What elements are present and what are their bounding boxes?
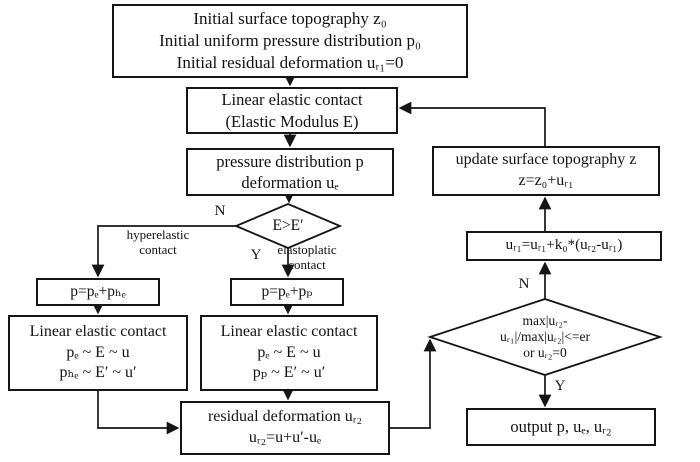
p-hyperelastic-line1: p=pₑ+pₕₑ: [70, 282, 126, 300]
decision2-diamond: [427, 298, 663, 376]
p-elastoplastic-line1: p=pₑ+pₚ: [261, 282, 313, 300]
contact-right-box: Linear elastic contact pₑ ~ E ~ u pₚ ~ E…: [200, 315, 378, 391]
p-hyperelastic-box: p=pₑ+pₕₑ: [36, 278, 160, 306]
contact-left-line1: Linear elastic contact: [29, 322, 167, 340]
init-box: Initial surface topography z₀ Initial un…: [112, 4, 468, 78]
contact-right-line3: pₚ ~ E′ ~ u′: [252, 364, 326, 382]
output-box: output p, uₑ, uᵣ₂: [466, 408, 656, 446]
output-line1: output p, uₑ, uᵣ₂: [510, 417, 612, 437]
pressure-line2: deformation uₑ: [241, 173, 339, 192]
elastoplastic-branch-label: elastoplatic contact: [262, 242, 352, 272]
init-line2: Initial uniform pressure distribution p₀: [159, 30, 421, 50]
contact-right-line1: Linear elastic contact: [220, 322, 358, 340]
residual-line2: uᵣ₂=u+u′-uₑ: [248, 429, 322, 446]
arrow-residual-to-decision2: [390, 338, 437, 429]
update-ur1-box: uᵣ₁=uᵣ₁+k₀*(uᵣ₂-uᵣ₁): [466, 231, 662, 261]
contact-right-line2: pₑ ~ E ~ u: [257, 343, 321, 361]
decision2-yes-label: Y: [554, 378, 566, 394]
arrow-contactleft-to-residual: [97, 391, 180, 435]
hyperelastic-branch-label: hyperelastic contact: [108, 227, 208, 257]
update-topography-line2: z=z₀+uᵣ₁: [518, 172, 574, 189]
update-ur1-line1: uᵣ₁=uᵣ₁+k₀*(uᵣ₂-uᵣ₁): [505, 237, 623, 254]
pressure-line1: pressure distribution p: [216, 151, 364, 171]
linear-elastic-line2: (Elastic Modulus E): [225, 111, 359, 131]
decision1-yes-label: Y: [250, 247, 262, 263]
decision2-no-label: N: [518, 276, 530, 292]
linear-elastic-box: Linear elastic contact (Elastic Modulus …: [186, 87, 398, 134]
update-topography-line1: update surface topography z: [455, 151, 637, 169]
init-line1: Initial surface topography z₀: [193, 8, 387, 28]
update-topography-box: update surface topography z z=z₀+uᵣ₁: [432, 146, 660, 196]
linear-elastic-line1: Linear elastic contact: [221, 90, 363, 110]
init-line3: Initial residual deformation uᵣ₁=0: [176, 53, 404, 73]
pressure-box: pressure distribution p deformation uₑ: [186, 148, 394, 196]
arrow-update-to-elastic: [398, 101, 546, 146]
decision1-diamond: [233, 203, 343, 249]
elastoplastic-line2: contact: [288, 256, 326, 272]
elastoplastic-line1: elastoplatic: [277, 242, 337, 257]
contact-left-line2: pₑ ~ E ~ u: [66, 343, 130, 361]
residual-box: residual deformation uᵣ₂ uᵣ₂=u+u′-uₑ: [180, 401, 390, 455]
contact-left-box: Linear elastic contact pₑ ~ E ~ u pₕₑ ~ …: [8, 315, 188, 391]
residual-line1: residual deformation uᵣ₂: [207, 408, 363, 426]
hyperelastic-line1: hyperelastic: [126, 227, 190, 242]
hyperelastic-line2: contact: [139, 241, 177, 257]
contact-left-line3: pₕₑ ~ E′ ~ u′: [59, 364, 137, 382]
arrow-decision1-no-branch: [91, 225, 237, 278]
decision1-no-label: N: [214, 203, 226, 219]
p-elastoplastic-box: p=pₑ+pₚ: [230, 278, 344, 306]
